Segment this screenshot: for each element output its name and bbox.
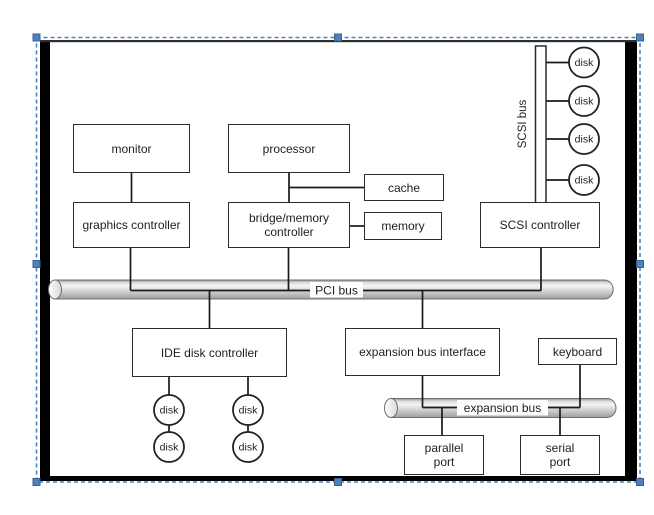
selection-handle-n[interactable]: [334, 33, 342, 42]
bridge-memory-controller-box: bridge/memory controller: [228, 202, 350, 248]
graphics-controller-box: graphics controller: [73, 202, 190, 248]
processor-box: processor: [228, 124, 350, 173]
disk-label: disk: [239, 405, 258, 417]
disk-node-ide-3: [232, 394, 264, 426]
disk-label: disk: [575, 57, 594, 69]
monitor-box: monitor: [73, 124, 190, 173]
expansion-bus-label-patch: [457, 400, 548, 416]
frame-edge-right: [625, 40, 637, 480]
disk-label: disk: [160, 405, 179, 417]
frame-edge-left: [40, 40, 50, 480]
disk-node-scsi-2: [568, 85, 600, 117]
expansion-bus-label: expansion bus: [464, 401, 541, 415]
memory-box: memory: [364, 212, 442, 240]
pci-bus-label: PCI bus: [315, 284, 358, 298]
selection-handle-w[interactable]: [32, 260, 41, 268]
scsi-bus-label: SCSI bus: [517, 99, 529, 148]
connector-lines: [129, 61, 581, 447]
pci-bus-label-patch: [310, 282, 363, 298]
parallel-port-box: parallel port: [404, 435, 484, 475]
selection-handle-e[interactable]: [636, 260, 644, 268]
disk-node-scsi-3: [568, 123, 600, 155]
disk-label: disk: [575, 96, 594, 108]
keyboard-box: keyboard: [538, 338, 617, 365]
expansion-bus-left-cap: [384, 398, 398, 418]
expansion-bus-interface-box: expansion bus interface: [345, 328, 500, 376]
serial-port-box: serial port: [520, 435, 600, 475]
disk-label: disk: [575, 134, 594, 146]
cache-box: cache: [364, 174, 444, 201]
disk-node-scsi-1: [568, 46, 600, 79]
pci-bus-left-cap: [48, 279, 62, 300]
selection-handle-s[interactable]: [334, 478, 342, 486]
scsi-controller-box: SCSI controller: [480, 202, 600, 248]
disk-label: disk: [160, 442, 179, 454]
selection-handle-sw[interactable]: [32, 478, 41, 486]
disk-node-scsi-4: [568, 164, 600, 196]
disk-node-ide-2: [153, 431, 185, 463]
ide-disk-controller-box: IDE disk controller: [132, 328, 287, 377]
selection-handle-se[interactable]: [636, 478, 644, 486]
selection-handle-ne[interactable]: [636, 33, 644, 42]
scsi-bus-bar: [534, 45, 547, 204]
disk-node-ide-4: [232, 431, 264, 463]
disk-label: disk: [575, 175, 594, 187]
disk-label: disk: [239, 442, 258, 454]
disk-node-ide-1: [153, 394, 185, 426]
selection-handle-nw[interactable]: [32, 33, 41, 42]
